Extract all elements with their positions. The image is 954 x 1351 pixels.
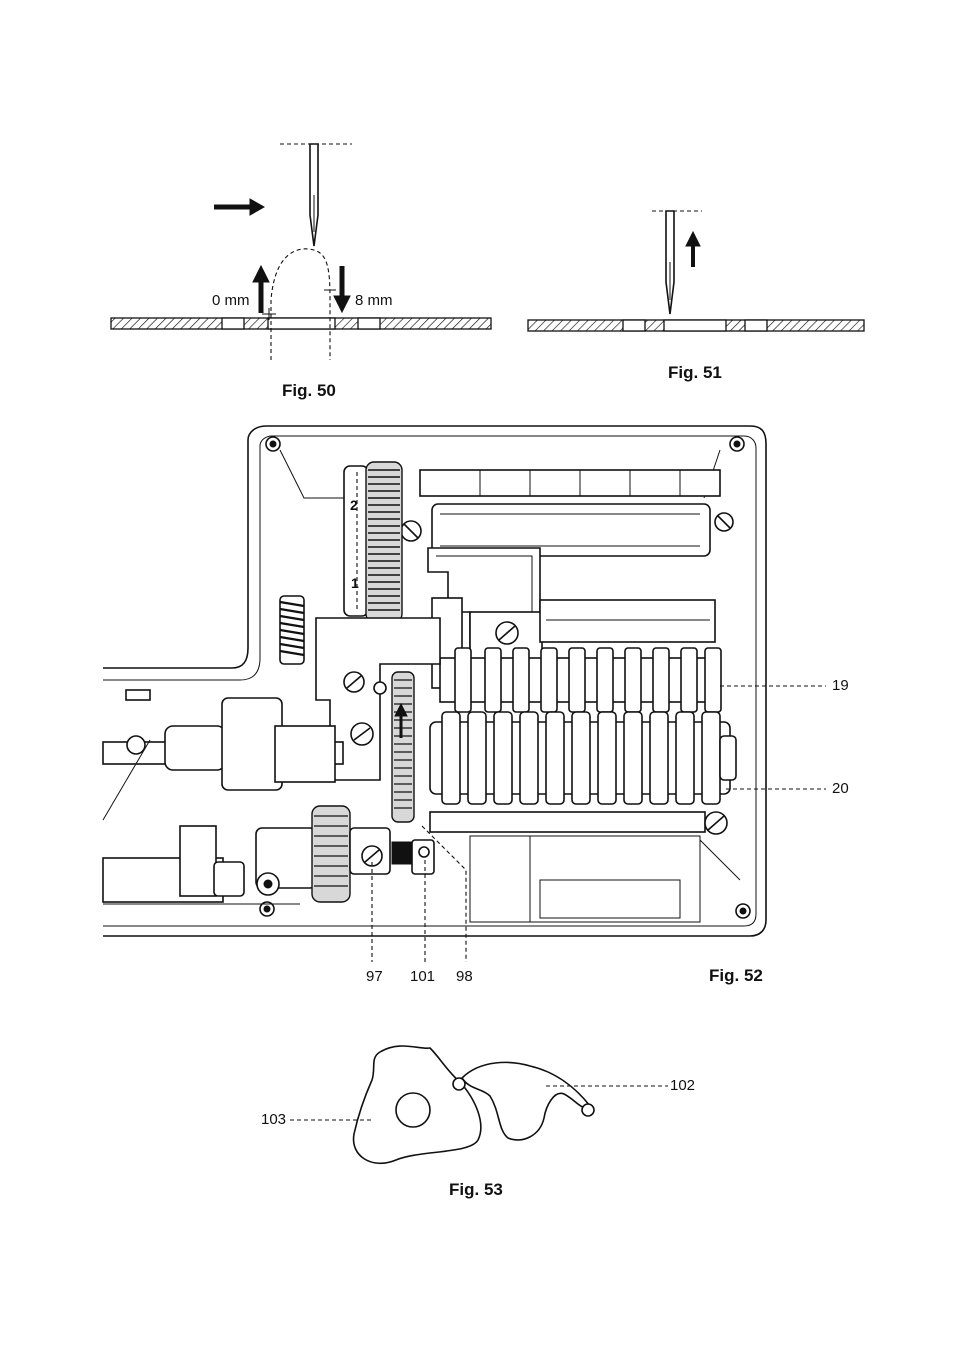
fig52-center-mechanism <box>315 617 441 875</box>
fig50-caption: Fig. 50 <box>282 381 336 400</box>
fig50-needle <box>280 143 352 247</box>
fig52-dial-mark-2: 2 <box>350 497 358 513</box>
fig53-cam-hole <box>395 1092 431 1128</box>
fig50-down-arrow <box>333 266 351 314</box>
fig52-callout-101: 101 <box>410 968 436 985</box>
fig50-label-8mm: 8 mm <box>355 292 393 309</box>
fig52-callout-19: 19 <box>832 677 849 694</box>
fig52-caption: Fig. 52 <box>709 966 763 985</box>
fig53-diagram <box>290 1045 668 1165</box>
fig50-direction-arrow <box>214 198 266 216</box>
fig53-callout-102: 102 <box>670 1077 696 1094</box>
fig52-dial-mark-1: 1 <box>351 575 359 591</box>
fig51-needle <box>652 210 702 315</box>
fig52-lower-wheel <box>311 805 391 903</box>
fig52-spring <box>279 595 305 665</box>
fig52-dial-gear <box>343 461 403 623</box>
fig53-callout-103: 103 <box>261 1111 287 1128</box>
fig50-hook-path <box>270 248 331 360</box>
fig52-lower-plates <box>429 811 728 923</box>
fig52-housing <box>103 425 767 937</box>
fig52-cam-stack-upper <box>439 647 722 713</box>
fig52-feed-rail <box>539 599 716 643</box>
fig51-up-arrow <box>685 230 701 267</box>
fig52-callout-98: 98 <box>456 968 473 985</box>
fig53-caption: Fig. 53 <box>449 1180 503 1199</box>
fig53-cam-103 <box>352 1045 482 1165</box>
fig50-up-arrow <box>252 264 270 313</box>
fig50-label-0mm: 0 mm <box>212 292 250 309</box>
fig52-diagram <box>102 425 826 962</box>
fig52-callout-20: 20 <box>832 780 849 797</box>
fig52-shaft-assembly <box>102 689 344 905</box>
fig52-corner-screws <box>259 436 751 919</box>
fig52-roller <box>400 469 734 557</box>
fig50-diagram <box>110 143 492 360</box>
fig52-callout-97: 97 <box>366 968 383 985</box>
fig53-hook-102 <box>460 1061 592 1141</box>
fig51-needle-plate <box>527 319 865 332</box>
fig51-diagram <box>527 210 865 332</box>
fig50-needle-plate <box>110 317 492 330</box>
fig51-caption: Fig. 51 <box>668 363 722 382</box>
fig52-callout-leaders <box>371 685 826 962</box>
fig52-cam-stack-lower <box>429 711 737 805</box>
